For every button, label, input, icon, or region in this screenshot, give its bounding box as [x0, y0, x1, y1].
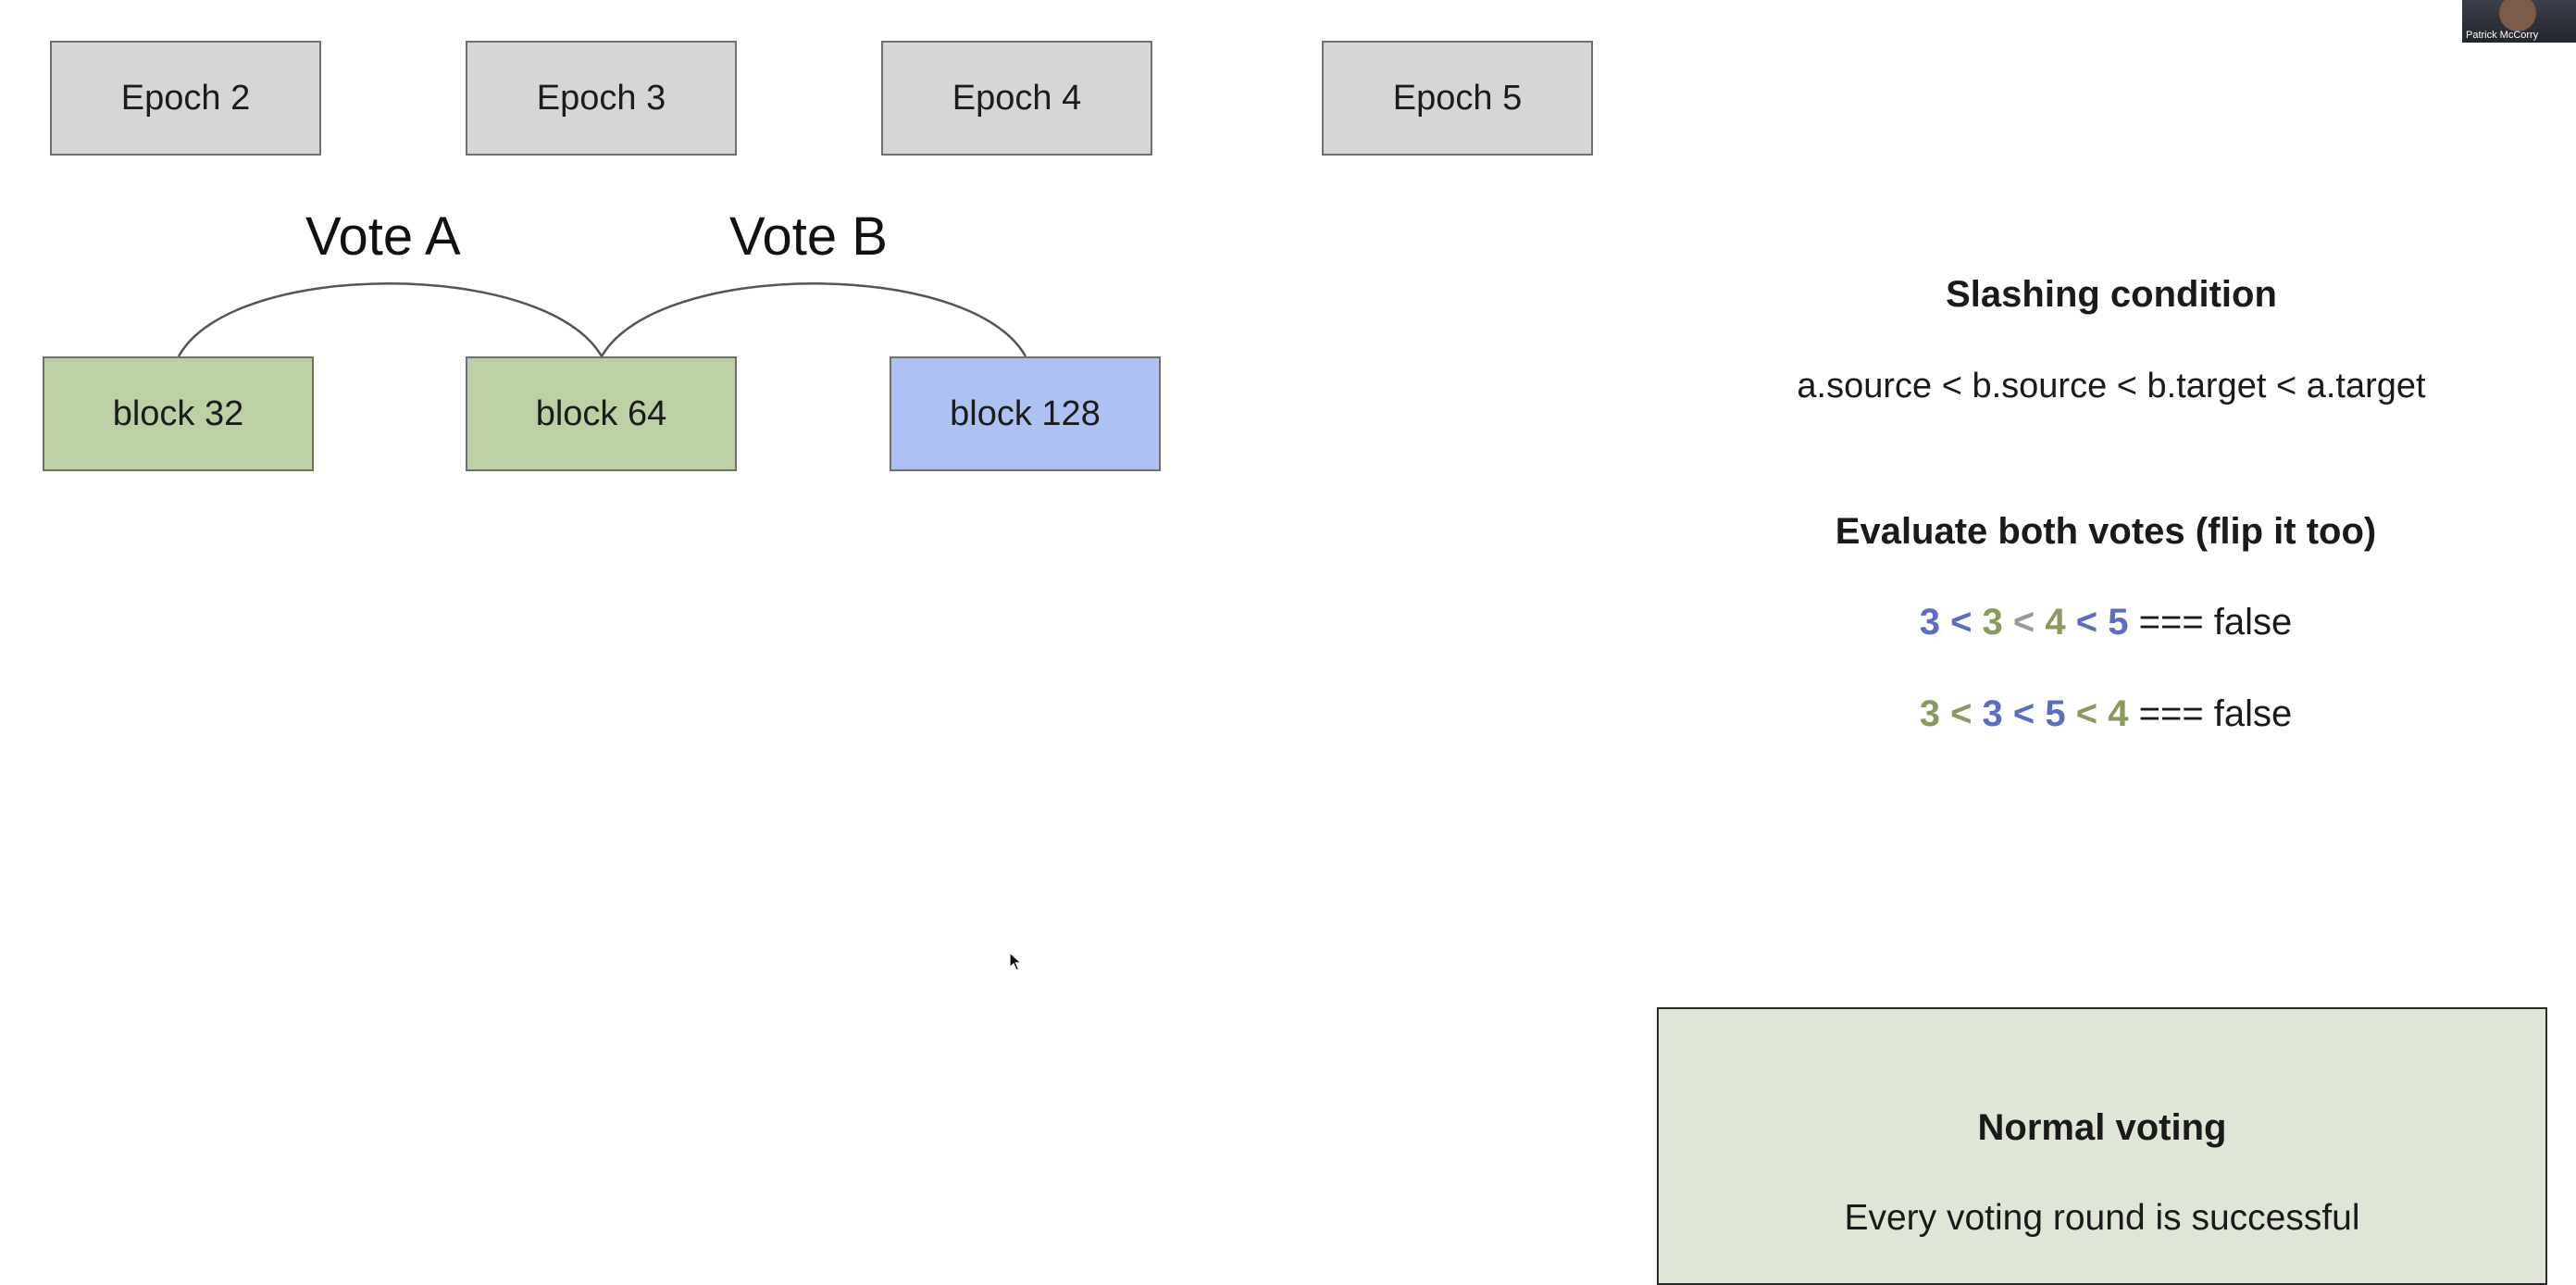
eval1-n3: 4 [2045, 602, 2066, 642]
epoch-2-box: Epoch 2 [50, 41, 321, 156]
vote-arcs [177, 282, 1027, 357]
vote-b-label: Vote B [729, 206, 888, 267]
eval1-n2: 3 [1982, 602, 2003, 642]
slashing-condition-title: Slashing condition [1946, 274, 2277, 315]
eval2-n1: 3 [1919, 693, 1940, 734]
normal-voting-description: Every voting round is successful [1844, 1198, 2360, 1238]
eval1-lt1: < [1939, 602, 1983, 642]
presenter-avatar [2499, 0, 2536, 31]
epoch-4-box: Epoch 4 [881, 41, 1152, 156]
eval2-lt3: < [2065, 693, 2109, 734]
presenter-name: Patrick McCorry [2466, 30, 2539, 41]
vote-a-label: Vote A [305, 206, 461, 267]
eval1-result: === false [2128, 602, 2293, 642]
evaluation-line-2: 3 < 3 < 5 < 4 === false [1666, 693, 2545, 735]
eval2-n2: 3 [1982, 693, 2003, 734]
vote-b-arc [600, 282, 1027, 357]
normal-voting-title: Normal voting [1977, 1107, 2227, 1148]
eval1-lt2: < [2002, 602, 2046, 642]
block-128-box: block 128 [890, 356, 1161, 471]
webcam-thumbnail: Patrick McCorry [2462, 0, 2576, 43]
eval1-n4: 5 [2108, 602, 2129, 642]
eval2-lt2: < [2002, 693, 2046, 734]
normal-voting-box: Normal voting Every voting round is succ… [1657, 1007, 2547, 1285]
block-64-box: block 64 [466, 356, 737, 471]
eval1-n1: 3 [1919, 602, 1940, 642]
slashing-formula: a.source < b.source < b.target < a.targe… [1797, 367, 2426, 405]
evaluation-line-1: 3 < 3 < 4 < 5 === false [1666, 602, 2545, 643]
eval2-lt1: < [1939, 693, 1983, 734]
epoch-3-box: Epoch 3 [466, 41, 737, 156]
epoch-5-box: Epoch 5 [1322, 41, 1593, 156]
eval2-result: === false [2128, 693, 2293, 734]
block-32-box: block 32 [43, 356, 314, 471]
eval1-lt3: < [2065, 602, 2109, 642]
vote-a-arc [177, 282, 604, 357]
eval2-n3: 5 [2045, 693, 2066, 734]
evaluate-title: Evaluate both votes (flip it too) [1835, 511, 2377, 552]
eval2-n4: 4 [2108, 693, 2129, 734]
mouse-cursor-icon [1009, 952, 1023, 971]
